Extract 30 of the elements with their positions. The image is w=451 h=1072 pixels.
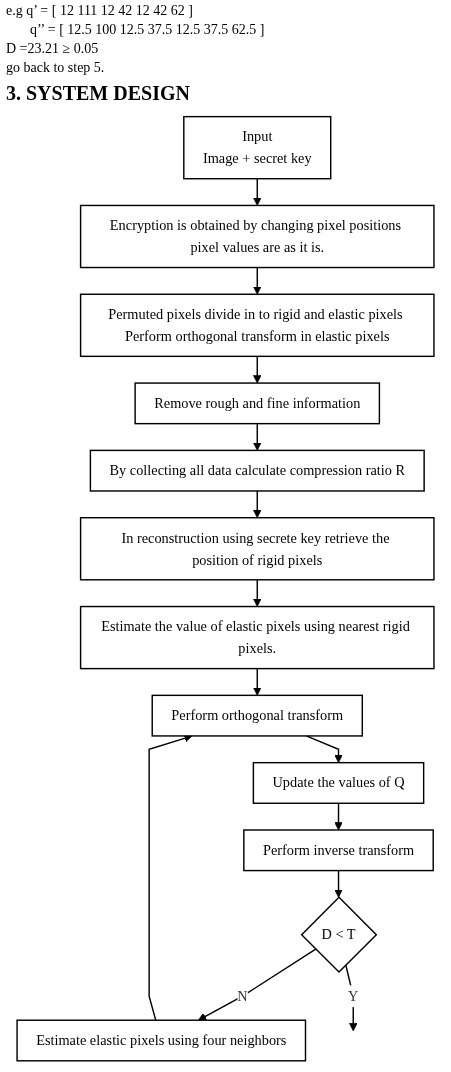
arrow [305, 734, 343, 763]
node-box: In reconstruction using secrete key retrieve the position of rigid pixels [79, 516, 435, 581]
edge-label: N [237, 987, 248, 1004]
node-box: Encryption is obtained by changing pixel positions pixel values are as it is. [79, 204, 435, 268]
node-box: By collecting all data calculate compression ratio R [89, 449, 425, 492]
text-line: q’’ = [ 12.5 100 12.5 37.5 12.5 37.5 62.5 ] [29, 20, 266, 39]
node-box: Perform orthogonal transform [151, 694, 363, 737]
arrow [253, 266, 262, 295]
node-box: Input Image + secret key [183, 115, 332, 179]
node-box: Perform inverse transform [243, 828, 434, 871]
node-box: Estimate the value of elastic pixels using nearest rigid pixels. [79, 605, 435, 669]
text-line: e.g q’ = [ 12 111 12 42 12 42 62 ] [6, 2, 195, 20]
text-line: D =23.21 ≥ 0.05 [6, 39, 100, 58]
arrow [253, 355, 262, 383]
arrow [334, 869, 343, 898]
node-box: Permuted pixels divide in to rigid and elastic pixels Perform orthogonal transform in elastic pixels [79, 293, 435, 357]
arrow [198, 948, 317, 1021]
edge-label: Y [348, 987, 359, 1004]
arrow [253, 177, 262, 206]
arrow [334, 802, 343, 830]
arrow [253, 422, 262, 451]
arrow [253, 489, 262, 518]
text-line: go back to step 5. [6, 58, 106, 77]
arrow [253, 578, 262, 607]
node-box: Remove rough and fine information [134, 381, 381, 424]
arrow [253, 667, 262, 696]
section-heading: 3. SYSTEM DESIGN [6, 81, 191, 105]
node-box: Update the values of Q [252, 761, 425, 804]
node-box: Estimate elastic pixels using four neighbors [16, 1019, 307, 1062]
node-diamond: D < T [300, 895, 378, 973]
